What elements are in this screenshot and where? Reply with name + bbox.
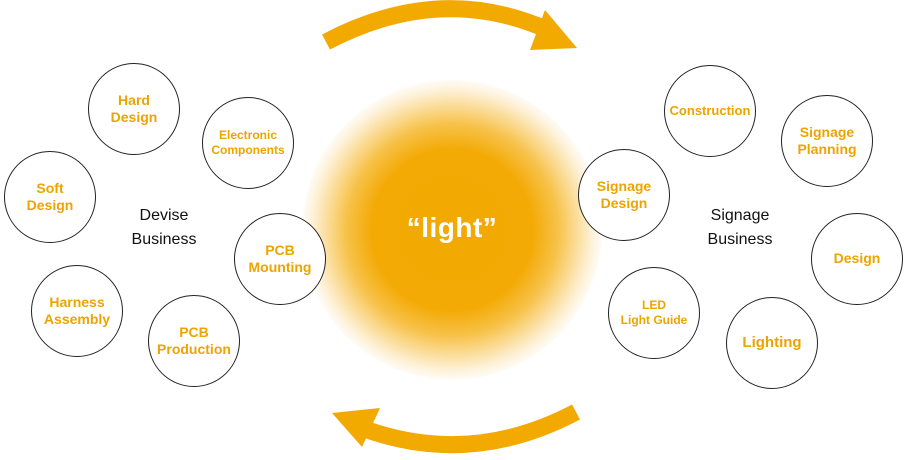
node-label: PCB Mounting <box>248 241 312 276</box>
node-label: Signage Planning <box>797 123 857 158</box>
bottom-cycle-arrow <box>332 404 580 454</box>
top-cycle-arrow <box>322 0 577 50</box>
light-glow-circle <box>302 80 602 380</box>
node-pcb-mounting: PCB Mounting <box>234 213 326 305</box>
node-harness-assembly: Harness Assembly <box>31 265 123 357</box>
node-label: Design <box>833 250 881 267</box>
node-construction: Construction <box>664 65 756 157</box>
node-label: Harness Assembly <box>43 293 111 328</box>
node-soft-design: Soft Design <box>4 151 96 243</box>
devise-business-label: Devise Business <box>131 207 197 248</box>
node-pcb-production: PCB Production <box>148 295 240 387</box>
node-led-light-guide: LED Light Guide <box>608 267 700 359</box>
node-label: Soft Design <box>26 179 74 214</box>
node-signage-planning: Signage Planning <box>781 95 873 187</box>
node-label: Electronic Components <box>211 128 285 157</box>
node-label: Hard Design <box>110 91 158 126</box>
node-label: Signage Design <box>596 177 652 212</box>
node-label: LED Light Guide <box>620 298 688 327</box>
node-hard-design: Hard Design <box>88 63 180 155</box>
node-signage-design: Signage Design <box>578 149 670 241</box>
node-label: PCB Production <box>157 323 231 358</box>
node-label: Construction <box>669 102 751 118</box>
center-light-label: “light” <box>406 212 498 243</box>
signage-business-label: Signage Business <box>707 207 773 248</box>
node-design: Design <box>811 213 903 305</box>
node-lighting: Lighting <box>726 297 818 389</box>
node-electronic-components: Electronic Components <box>202 97 294 189</box>
node-label: Lighting <box>742 333 802 351</box>
